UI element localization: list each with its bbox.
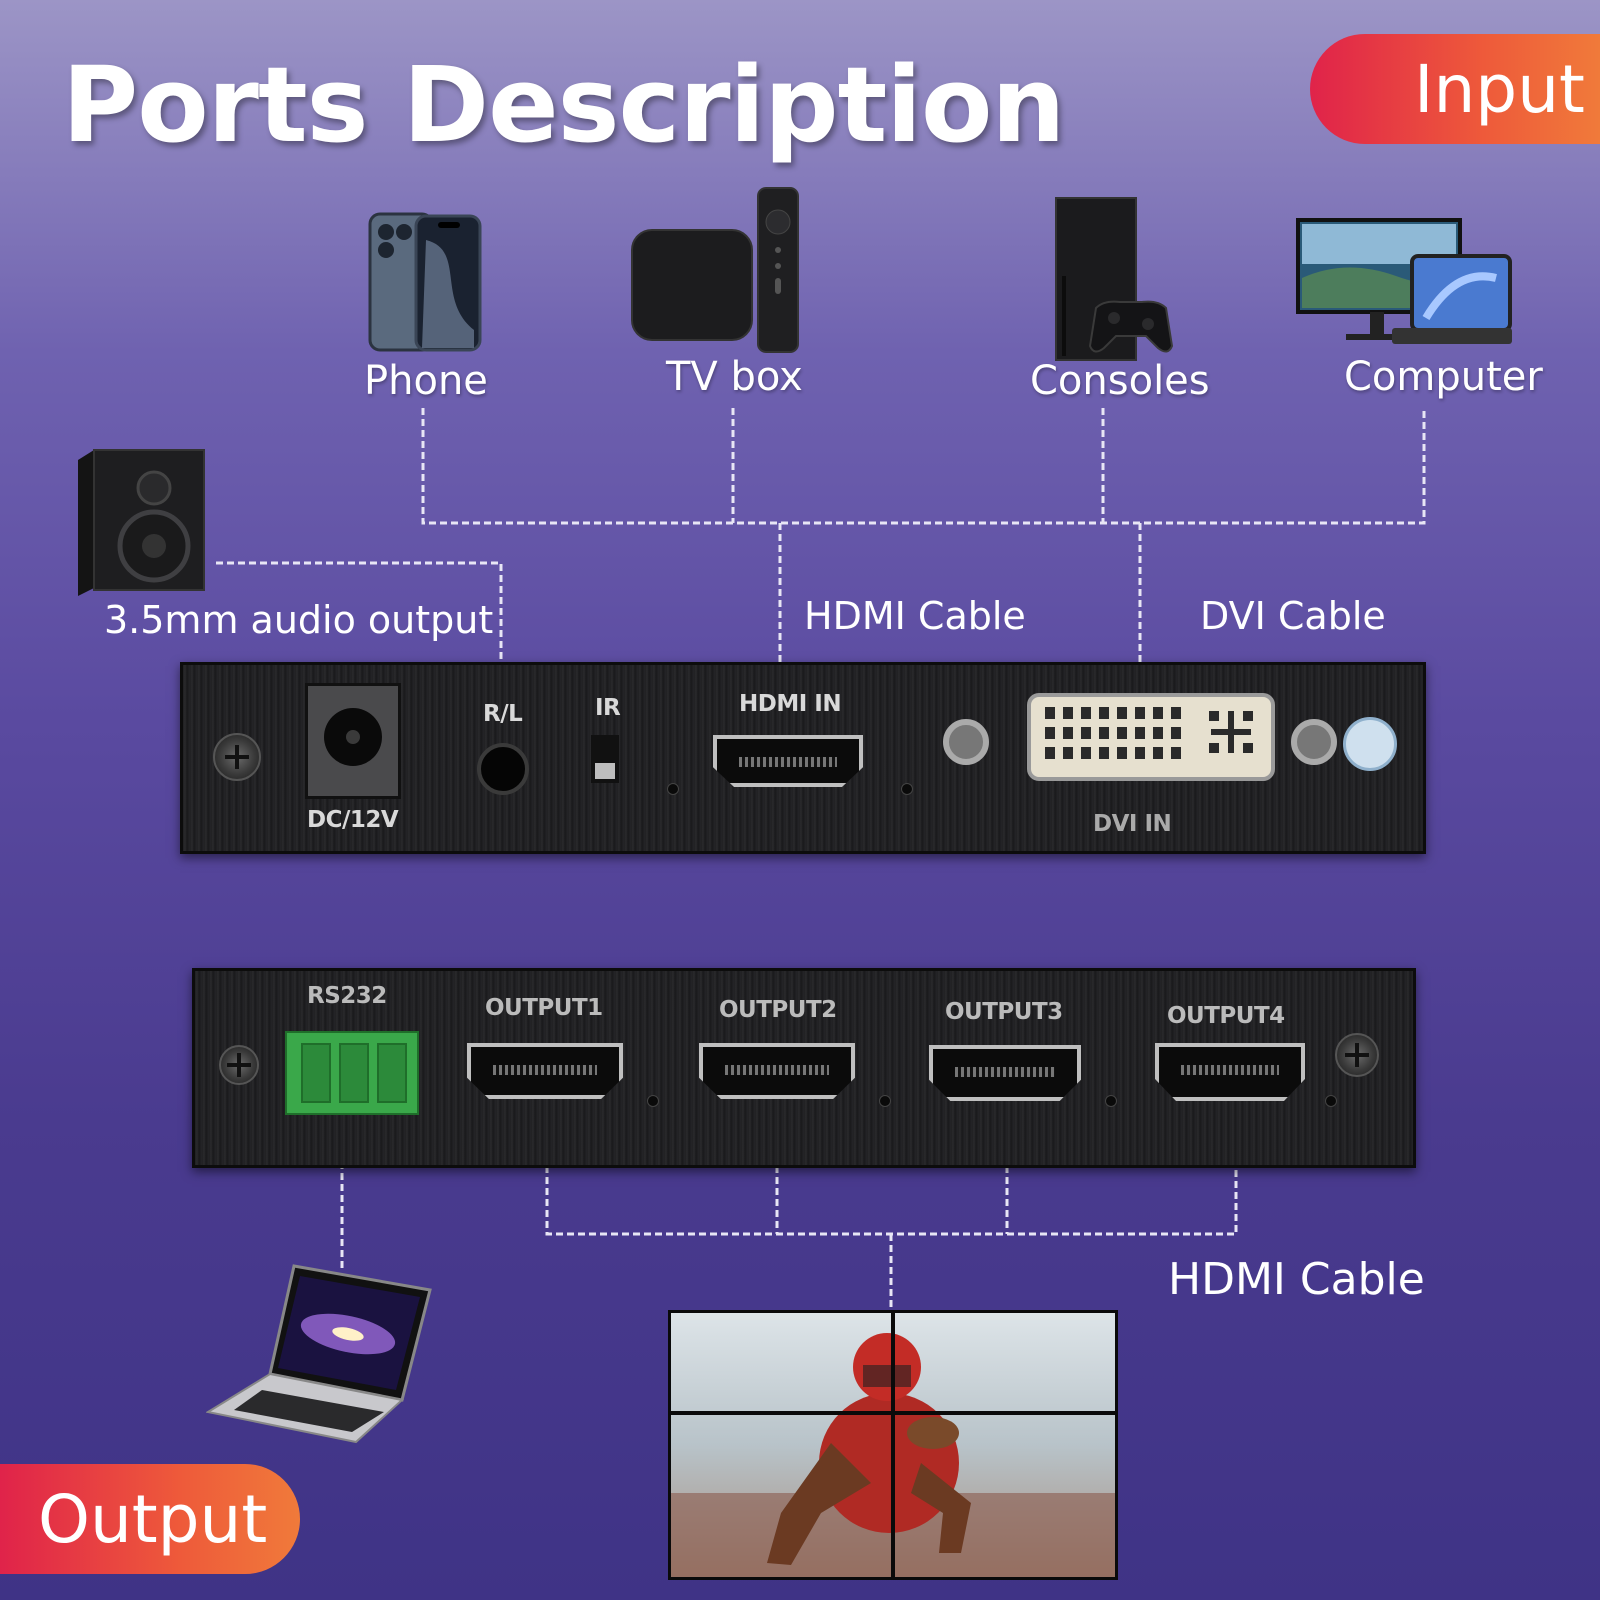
input-badge: Input (1310, 34, 1600, 144)
dc-label: DC/12V (307, 807, 399, 833)
panel-screw-icon (213, 733, 261, 781)
led-indicator (1325, 1095, 1337, 1107)
dvi-screw-left-icon (943, 719, 989, 765)
hdmi-in-port[interactable] (713, 735, 863, 787)
consoles-label: Consoles (1030, 358, 1210, 404)
page-title: Ports Description (62, 44, 1065, 166)
tv-box-icon (631, 187, 799, 353)
panel-screw-icon (219, 1045, 259, 1085)
led-indicator (647, 1095, 659, 1107)
ir-port[interactable] (591, 735, 619, 783)
audio-line (216, 561, 503, 662)
phone-icon (368, 212, 482, 352)
input-panel: DC/12V R/L IR HDMI IN DVI IN (180, 662, 1426, 854)
rs232-label: RS232 (307, 983, 387, 1009)
computer-icon (1296, 218, 1512, 344)
hdmi-in-cable-label: HDMI Cable (804, 594, 1026, 638)
rl-label: R/L (483, 701, 523, 727)
led-indicator (901, 783, 913, 795)
dc-power-jack[interactable] (305, 683, 401, 799)
dvi-pins (1045, 707, 1253, 759)
led-indicator (879, 1095, 891, 1107)
hdmi-out-cable-label: HDMI Cable (1168, 1254, 1425, 1305)
computer-label: Computer (1344, 354, 1543, 400)
video-wall-image (671, 1313, 1115, 1577)
audio-jack[interactable] (477, 743, 529, 795)
ir-label: IR (595, 695, 621, 721)
phone-label: Phone (364, 358, 488, 404)
dvi-in-port[interactable] (1027, 693, 1275, 781)
dvi-screw-right-icon (1291, 719, 1337, 765)
output-badge: Output (0, 1464, 300, 1574)
output4-label: OUTPUT4 (1167, 1003, 1285, 1029)
tv-box-label: TV box (666, 354, 803, 400)
output1-port[interactable] (467, 1043, 623, 1099)
output2-port[interactable] (699, 1043, 855, 1099)
led-indicator (667, 783, 679, 795)
output3-port[interactable] (929, 1045, 1081, 1101)
hdmi-in-label: HDMI IN (739, 691, 842, 717)
rs232-terminal[interactable] (285, 1031, 419, 1115)
video-wall-icon (668, 1310, 1118, 1580)
output-badge-label: Output (38, 1480, 268, 1558)
led-indicator (1105, 1095, 1117, 1107)
speaker-icon (78, 449, 205, 596)
output1-label: OUTPUT1 (485, 995, 603, 1021)
dvi-in-label: DVI IN (1093, 811, 1172, 837)
sticker-icon (1343, 717, 1397, 771)
output-panel: RS232 OUTPUT1 OUTPUT2 OUTPUT3 OUTPUT4 (192, 968, 1416, 1168)
console-icon (1055, 197, 1174, 361)
input-badge-label: Input (1414, 50, 1585, 128)
audio-output-label: 3.5mm audio output (104, 598, 494, 642)
output4-port[interactable] (1155, 1043, 1305, 1101)
output3-label: OUTPUT3 (945, 999, 1063, 1025)
laptop-icon (206, 1264, 432, 1444)
output2-label: OUTPUT2 (719, 997, 837, 1023)
dvi-in-cable-label: DVI Cable (1200, 594, 1386, 638)
panel-screw-icon (1335, 1033, 1379, 1077)
input-bus-line (421, 408, 1426, 525)
